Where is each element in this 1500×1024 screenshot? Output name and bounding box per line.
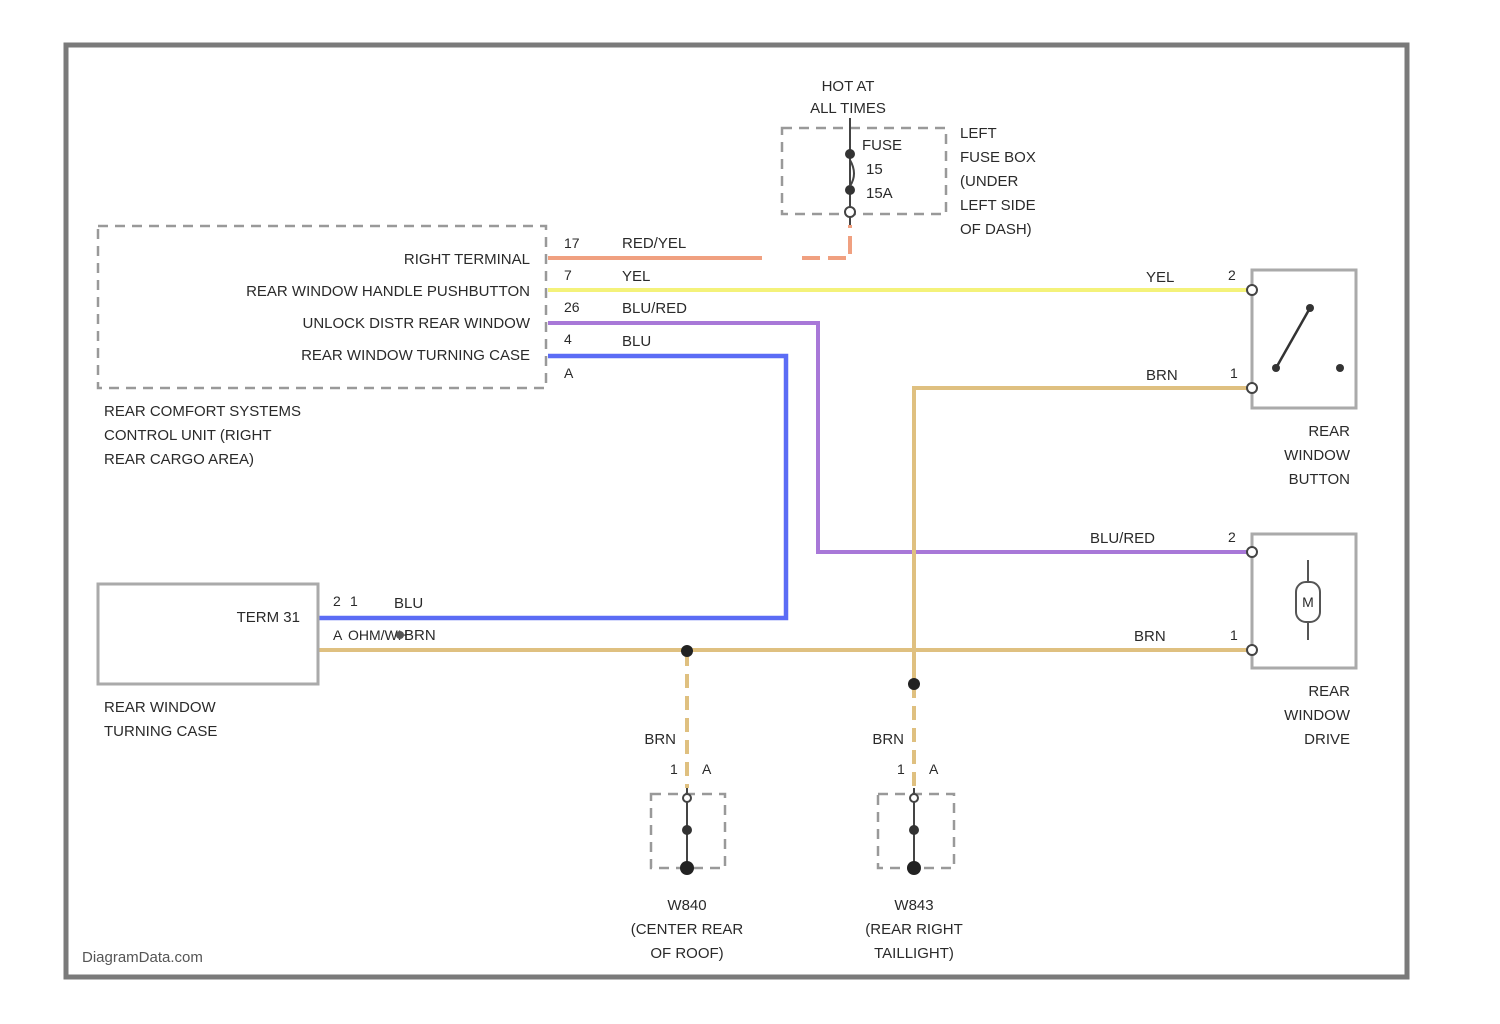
control-unit-name-3: REAR CARGO AREA) (104, 451, 254, 468)
fuse-terminal-top (845, 149, 855, 159)
terminal-label-turning-case: REAR WINDOW TURNING CASE (301, 347, 530, 364)
splice-point-2 (908, 678, 920, 690)
fuse-location-line-1: LEFT (960, 125, 997, 142)
wire-brn-button (914, 388, 1252, 684)
ground-2-pin: 1 (897, 761, 905, 777)
ground-2-wire: BRN (872, 731, 904, 748)
term-31-label: TERM 31 (237, 609, 300, 626)
wire-red-yel-dashed (802, 225, 850, 258)
turning-case-connector: A (333, 627, 343, 643)
connector-a-label: A (564, 365, 574, 381)
fuse-location-line-5: OF DASH) (960, 221, 1032, 238)
wire-color-blu: BLU (622, 333, 651, 350)
fuse-box: HOT AT ALL TIMES FUSE 15 15A LEFT FUSE B… (782, 78, 1036, 238)
ground-2-name-3: TAILLIGHT) (874, 945, 954, 962)
rear-window-drive: M REAR WINDOW DRIVE (1247, 534, 1356, 748)
fuse-rating: 15A (866, 185, 893, 202)
ground-2-name-1: W843 (894, 897, 933, 914)
drive-pin-1: 1 (1230, 627, 1238, 643)
button-name-2: WINDOW (1284, 447, 1351, 464)
control-unit: RIGHT TERMINAL REAR WINDOW HANDLE PUSHBU… (98, 226, 687, 468)
fuse-number: 15 (866, 161, 883, 178)
button-pin-2: 2 (1228, 267, 1236, 283)
control-unit-name-1: REAR COMFORT SYSTEMS (104, 403, 301, 420)
turning-case-pin-2: 2 (333, 593, 341, 609)
watermark: DiagramData.com (82, 949, 203, 966)
turning-case-wire-blu: BLU (394, 595, 423, 612)
ground-1-name-3: OF ROOF) (650, 945, 723, 962)
terminal-label-right-terminal: RIGHT TERMINAL (404, 251, 530, 268)
drive-name-1: REAR (1308, 683, 1350, 700)
button-name-1: REAR (1308, 423, 1350, 440)
fuse-location-line-3: (UNDER (960, 173, 1018, 190)
pin-17: 17 (564, 235, 580, 251)
rear-window-turning-case: TERM 31 2 1 BLU A OHM/WH BRN REAR WINDOW… (98, 584, 436, 740)
drive-pin-2: 2 (1228, 529, 1236, 545)
wire-blu (318, 356, 786, 618)
button-wire-yel: YEL (1146, 269, 1174, 286)
wire-color-red-yel: RED/YEL (622, 235, 686, 252)
fuse-location-line-4: LEFT SIDE (960, 197, 1036, 214)
fuse-terminal-bottom (845, 185, 855, 195)
drive-wire-brn: BRN (1134, 628, 1166, 645)
splice-point-1 (681, 645, 693, 657)
pin-4: 4 (564, 331, 572, 347)
wire-color-yel: YEL (622, 268, 650, 285)
drive-wire-blu-red: BLU/RED (1090, 530, 1155, 547)
pin-7: 7 (564, 267, 572, 283)
ground-2-icon (907, 861, 921, 875)
diagram-frame (66, 45, 1407, 977)
button-wire-brn: BRN (1146, 367, 1178, 384)
ground-1-icon (680, 861, 694, 875)
pin-26: 26 (564, 299, 580, 315)
ground-2-connector: A (929, 761, 939, 777)
ground-1-name-2: (CENTER REAR (631, 921, 744, 938)
fuse-location-line-2: FUSE BOX (960, 149, 1036, 166)
drive-name-2: WINDOW (1284, 707, 1351, 724)
button-pin-1: 1 (1230, 365, 1238, 381)
control-unit-name-2: CONTROL UNIT (RIGHT (104, 427, 272, 444)
ground-1-pin: 1 (670, 761, 678, 777)
wires (318, 225, 1252, 788)
ground-1-name-1: W840 (667, 897, 706, 914)
ground-1-connector: A (702, 761, 712, 777)
drive-name-3: DRIVE (1304, 731, 1350, 748)
turning-case-name-2: TURNING CASE (104, 723, 217, 740)
ground-1-wire: BRN (644, 731, 676, 748)
turning-case-name-1: REAR WINDOW (104, 699, 217, 716)
ground-w843: BRN 1 A W843 (REAR RIGHT TAILLIGHT) (865, 731, 963, 962)
turning-case-pin-1: 1 (350, 593, 358, 609)
terminal-label-pushbutton: REAR WINDOW HANDLE PUSHBUTTON (246, 283, 530, 300)
motor-symbol: M (1302, 594, 1314, 610)
rear-window-button: REAR WINDOW BUTTON (1247, 270, 1356, 488)
fuse-supply-line-1: HOT AT (822, 78, 875, 95)
fuse-supply-line-2: ALL TIMES (810, 100, 886, 117)
ground-2-name-2: (REAR RIGHT (865, 921, 963, 938)
button-name-3: BUTTON (1289, 471, 1350, 488)
turning-case-wire-brn: BRN (404, 627, 436, 644)
wire-color-blu-red: BLU/RED (622, 300, 687, 317)
terminal-label-unlock-distr: UNLOCK DISTR REAR WINDOW (302, 315, 530, 332)
fuse-label: FUSE (862, 137, 902, 154)
